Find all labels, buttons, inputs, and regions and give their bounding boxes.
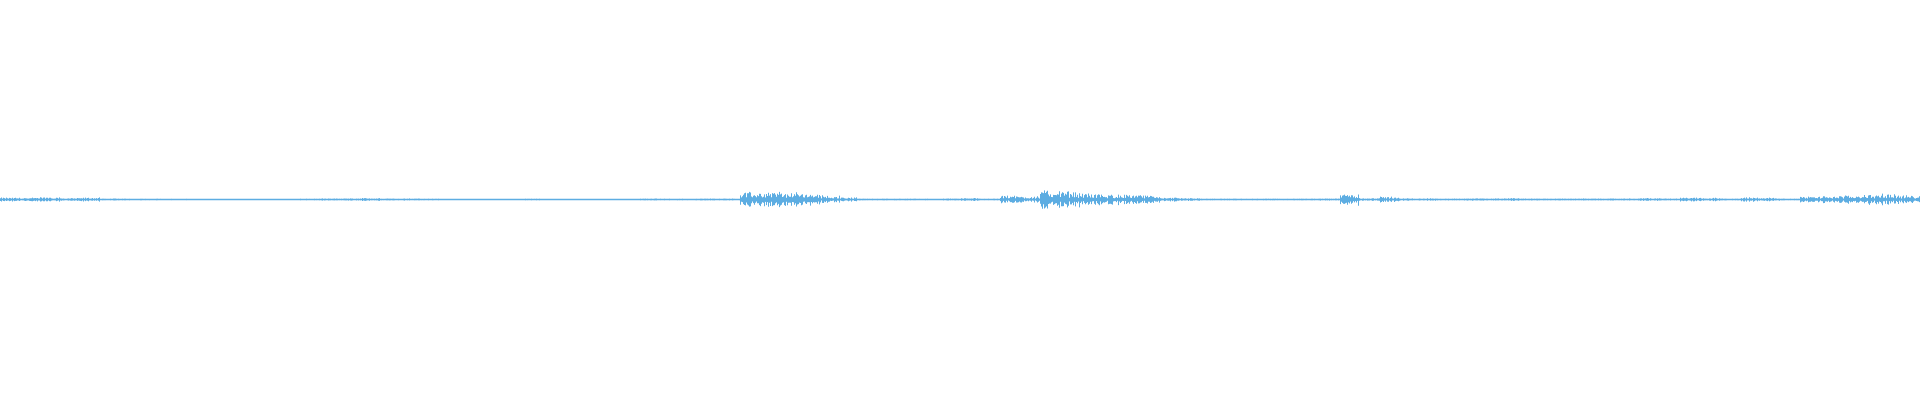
waveform-samples bbox=[0, 190, 1920, 209]
